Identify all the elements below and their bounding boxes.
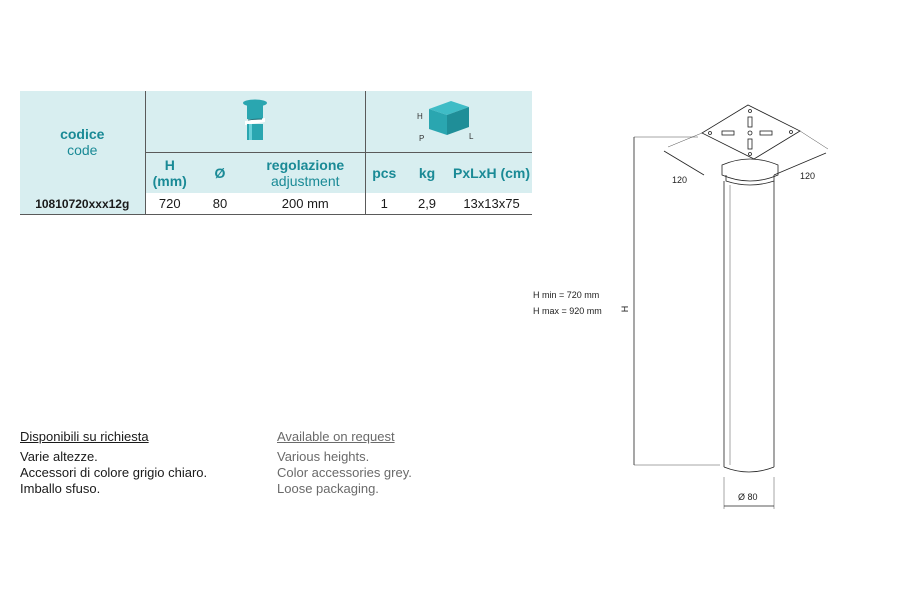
- col-d-header: Ø: [194, 152, 246, 193]
- h-max-label: H max = 920 mm: [533, 306, 602, 316]
- h-min-label: H min = 720 mm: [533, 290, 600, 300]
- col-h-header: H (mm): [144, 152, 194, 193]
- plate-width-left-label: 120: [672, 175, 688, 185]
- cell-pcs: 1: [364, 193, 404, 215]
- col-kg-header: kg: [403, 152, 452, 193]
- notes-en-title: Available on request: [277, 429, 395, 444]
- mounting-plate: [701, 104, 801, 160]
- notes-it-line: Imballo sfuso.: [20, 481, 101, 496]
- col-d-line1: Ø: [214, 165, 226, 181]
- notes-en-line: Loose packaging.: [277, 481, 379, 496]
- cell-reg: 200 mm: [246, 193, 366, 215]
- box-l-label: L: [469, 132, 474, 141]
- diameter-label: Ø 80: [738, 492, 758, 502]
- col-dim-line1: PxLxH (cm): [453, 165, 531, 181]
- col-pcs-line1: pcs: [372, 165, 397, 181]
- plate-slot: [747, 138, 753, 150]
- col-h-line2: (mm): [152, 173, 187, 189]
- plate-slot: [759, 130, 773, 136]
- col-pcs-header: pcs: [364, 152, 404, 193]
- notes-it-line: Accessori di colore grigio chiaro.: [20, 465, 208, 480]
- col-h-line1: H: [164, 157, 175, 173]
- box-icon-cell: H P L: [364, 91, 533, 153]
- notes-it-line: Varie altezze.: [20, 449, 98, 464]
- cell-code: 10810720xxx12g: [20, 193, 145, 215]
- notes-english: Available on request Various heights. Co…: [277, 429, 412, 497]
- notes-it-title: Disponibili su richiesta: [20, 429, 149, 444]
- box-p-label: P: [419, 134, 424, 143]
- cell-dim: 13x13x75: [451, 193, 533, 215]
- package-box-icon: H P L: [417, 101, 474, 143]
- spec-table: codice code H P L H: [20, 91, 533, 215]
- table-leg-icon: [243, 99, 267, 140]
- box-h-label: H: [417, 112, 423, 121]
- leg-collar: [721, 158, 779, 182]
- height-label: H: [619, 305, 630, 313]
- table-leg-technical-drawing: [633, 104, 829, 509]
- plate-center-hole: [747, 130, 753, 136]
- code-label-it: codice: [60, 126, 105, 142]
- plate-width-right-label: 120: [800, 171, 816, 181]
- notes-italian: Disponibili su richiesta Varie altezze. …: [20, 429, 207, 497]
- notes-en-line: Color accessories grey.: [277, 465, 412, 480]
- cell-h: 720: [144, 193, 194, 215]
- plate-slot: [721, 130, 735, 136]
- cell-d: 80: [194, 193, 246, 215]
- plate-slot: [747, 116, 753, 128]
- col-reg-header: regolazione adjustment: [246, 152, 366, 193]
- code-label-en: code: [67, 142, 98, 158]
- col-dim-header: PxLxH (cm): [451, 152, 533, 193]
- col-kg-line1: kg: [418, 165, 436, 181]
- leg-icon-cell: [144, 91, 366, 153]
- col-reg-line2: adjustment: [271, 173, 340, 189]
- code-header: codice code: [20, 91, 145, 193]
- notes-en-line: Various heights.: [277, 449, 370, 464]
- cell-kg: 2,9: [403, 193, 452, 215]
- table-row: 10810720xxx12g 720 80 200 mm 1 2,9 13x13…: [20, 193, 533, 215]
- col-reg-line1: regolazione: [266, 157, 345, 173]
